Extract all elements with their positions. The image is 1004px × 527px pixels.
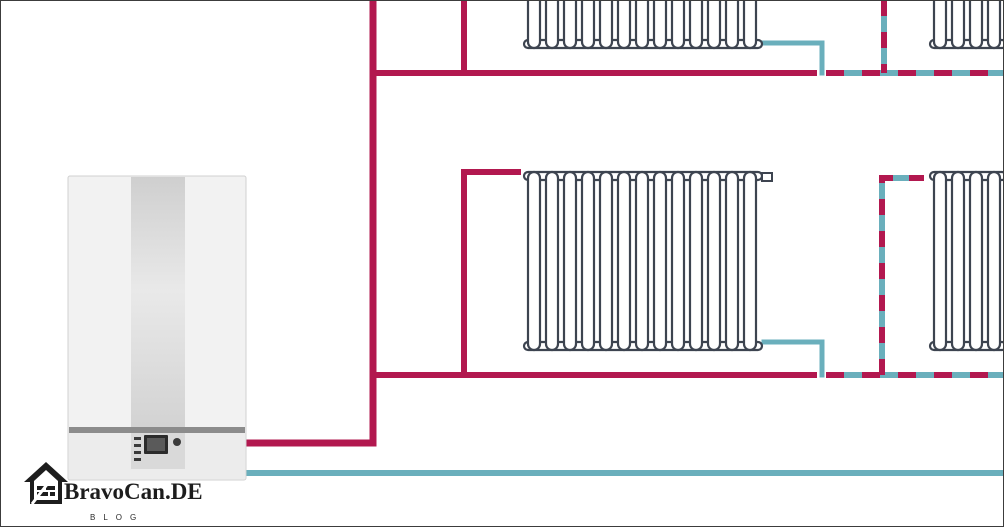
radiator-mid-left-fin xyxy=(724,170,740,352)
radiator-top-left-fin xyxy=(598,0,614,50)
dashed-mid-riser-return xyxy=(879,175,924,375)
radiator-top-right-bottom-rail xyxy=(928,38,1004,50)
watermark-logo: BravoCan.DE BLOG xyxy=(22,460,222,524)
supply-boiler-outlet-pipe xyxy=(242,0,377,447)
radiator-mid-left-fin xyxy=(598,170,614,352)
radiator-mid-right-fin xyxy=(968,170,984,352)
boiler-knob-icon xyxy=(173,438,181,446)
watermark-title: BravoCan.DE xyxy=(64,479,203,504)
radiator-mid-left-fin xyxy=(742,170,758,352)
radiator-top-right-fin xyxy=(950,0,966,50)
radiator-mid-left-fin xyxy=(706,170,722,352)
radiator-mid-right-fin xyxy=(986,170,1002,352)
boiler-button-3 xyxy=(134,451,141,454)
boiler-button-2 xyxy=(134,444,141,447)
radiator-mid-right-top-rail xyxy=(928,170,1004,182)
dashed-pipes xyxy=(826,0,1004,378)
boiler-button-4 xyxy=(134,458,141,461)
radiator-top-right-fin xyxy=(986,0,1002,50)
radiator-top-left-fin xyxy=(634,0,650,50)
radiator-top-left-fin xyxy=(526,0,542,50)
radiator-top-right xyxy=(928,0,1004,50)
radiator-mid-left-fin xyxy=(562,170,578,352)
boiler-display-screen xyxy=(147,438,165,451)
radiator-top-left-fin xyxy=(724,0,740,50)
radiator-top-right-fin xyxy=(968,0,984,50)
radiator-mid-left-fin xyxy=(652,170,668,352)
radiator-mid-left-fin xyxy=(616,170,632,352)
radiator-top-left-fin xyxy=(616,0,632,50)
radiator-mid-left-fin xyxy=(526,170,542,352)
radiator-mid-right-bottom-rail xyxy=(928,340,1004,352)
watermark-subtitle: BLOG xyxy=(90,513,145,522)
dashed-mid-riser-supply xyxy=(879,175,924,375)
radiator-mid-left-valve-icon xyxy=(761,172,773,182)
radiators xyxy=(522,0,1004,352)
return-pipes xyxy=(243,40,1004,476)
radiator-top-left-fin xyxy=(652,0,668,50)
boiler xyxy=(67,175,247,481)
boiler-lower-band xyxy=(69,427,245,433)
radiator-mid-right xyxy=(928,170,1004,352)
radiator-mid-left xyxy=(522,170,773,352)
return-pipe-top-left-radiator xyxy=(761,40,825,76)
supply-pipes xyxy=(242,0,817,447)
radiator-mid-left-fin xyxy=(634,170,650,352)
boiler-center-panel xyxy=(131,177,185,431)
return-pipe-mid-left-radiator xyxy=(761,339,825,378)
radiator-mid-right-fin xyxy=(932,170,948,352)
house-icon xyxy=(24,462,68,505)
radiator-mid-right-fin xyxy=(950,170,966,352)
radiator-top-left-fin xyxy=(706,0,722,50)
radiator-top-left-fin xyxy=(544,0,560,50)
radiator-mid-left-fin xyxy=(688,170,704,352)
supply-mid-branch-pipe xyxy=(461,169,521,378)
radiator-top-right-fin xyxy=(932,0,948,50)
radiator-top-left-fin xyxy=(670,0,686,50)
radiator-mid-left-fin xyxy=(670,170,686,352)
radiator-top-left-fin xyxy=(562,0,578,50)
radiator-mid-left-fin xyxy=(544,170,560,352)
radiator-top-left-fin xyxy=(688,0,704,50)
radiator-top-left-fin xyxy=(580,0,596,50)
radiator-mid-left-fin xyxy=(580,170,596,352)
boiler-button-1 xyxy=(134,437,141,440)
radiator-top-left-fin xyxy=(742,0,758,50)
radiator-top-left xyxy=(522,0,764,50)
